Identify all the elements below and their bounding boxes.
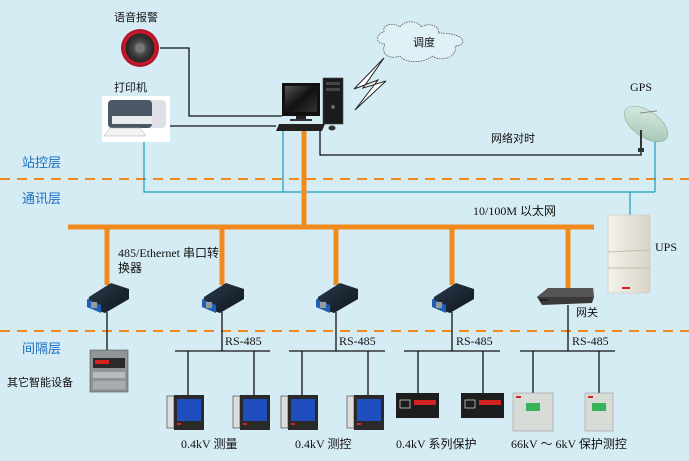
rs485-label-3: RS-485 [456, 334, 493, 348]
gateway-label: 网关 [576, 306, 598, 319]
layer-label-bay: 间隔层 [22, 342, 62, 357]
wireless-link-icon [353, 57, 387, 111]
gps-label: GPS [630, 80, 653, 94]
rs485-label-2: RS-485 [339, 334, 376, 348]
ethernet-label: 10/100M 以太网 [473, 204, 557, 218]
group-label-1: 0.4kV 测量 [181, 437, 238, 451]
group-label-4: 66kV ～ 6kV 保护测控 [511, 437, 627, 451]
other-smart-device-icon [89, 349, 129, 393]
workstation-pc-icon [276, 77, 344, 131]
protection-unit-device-icon [584, 392, 614, 432]
dispatch-label: 调度 [413, 36, 435, 49]
meter-device-icon [280, 395, 318, 430]
converter-icon [432, 283, 474, 313]
alarm-speaker-icon [121, 29, 159, 67]
meter-device-icon [346, 395, 384, 430]
protection-unit-device-icon [512, 392, 554, 432]
gateway-icon [537, 288, 594, 305]
meter-device-icon [166, 395, 204, 430]
rs485-bus-4 [520, 305, 615, 396]
protection-relay-device-icon [396, 393, 439, 418]
meter-device-icon [232, 395, 270, 430]
protection-relay-device-icon [461, 393, 504, 418]
ups-line-printer [143, 142, 655, 193]
converter-icon [87, 283, 129, 313]
rs485-label-4: RS-485 [572, 334, 609, 348]
layer-label-comm: 通讯层 [22, 192, 62, 207]
other-devices-label: 其它智能设备 [7, 376, 73, 389]
printer-label: 打印机 [114, 81, 147, 94]
printer-icon [102, 96, 170, 142]
converter-label: 485/Ethernet 串口转换器 [118, 246, 219, 275]
dispatch-cloud-icon [376, 21, 464, 63]
layer-label-station: 站控层 [22, 156, 62, 171]
alarm-label: 语音报警 [114, 11, 158, 24]
ups-label: UPS [655, 240, 678, 254]
time-sync-line [319, 130, 642, 156]
time-sync-label: 网络对时 [491, 132, 535, 145]
converter-icon [202, 283, 244, 313]
converter-icon [316, 283, 358, 313]
rs485-label-1: RS-485 [225, 334, 262, 348]
group-label-3: 0.4kV 系列保护 [396, 437, 477, 451]
rs485-bus-3 [404, 312, 500, 396]
rs485-bus-2 [289, 312, 385, 396]
alarm-to-pc-line [160, 47, 282, 117]
ups-icon [607, 214, 651, 294]
group-label-2: 0.4kV 测控 [295, 437, 352, 451]
rs485-bus-1 [175, 312, 270, 396]
gps-antenna-icon [623, 105, 669, 152]
